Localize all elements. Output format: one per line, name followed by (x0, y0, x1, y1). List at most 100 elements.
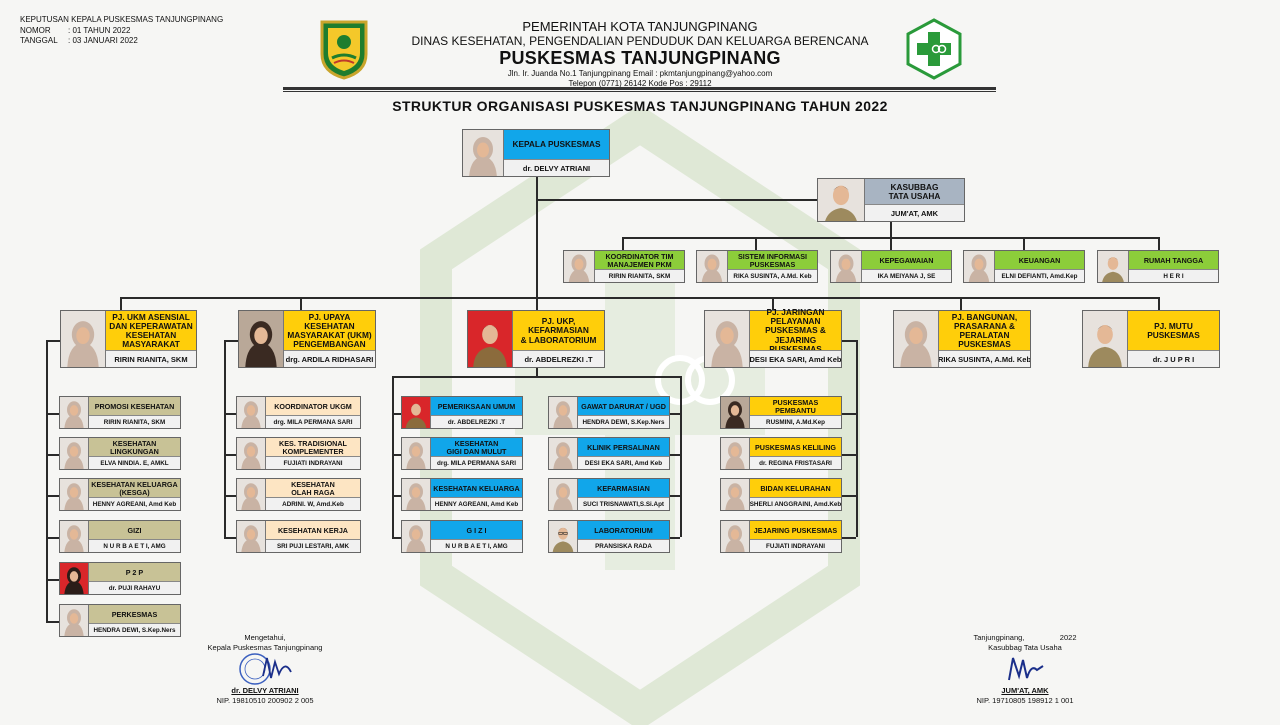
connector-line (46, 454, 59, 456)
connector-line (890, 237, 892, 250)
connector-line (224, 340, 226, 539)
connector-line (842, 413, 856, 415)
node-person-name: drg. MILA PERMANA SARI (431, 456, 522, 469)
connector-line (842, 537, 856, 539)
person-photo-icon (60, 563, 89, 594)
connector-line (46, 340, 60, 342)
node-title: KEPALA PUSKESMAS (504, 130, 609, 160)
person-photo-icon (721, 479, 750, 510)
org-node-bang: PJ. BANGUNAN, PRASARANA & PERALATAN PUSK… (893, 310, 1031, 368)
connector-line (536, 297, 538, 310)
node-title: PJ. BANGUNAN, PRASARANA & PERALATAN PUSK… (939, 311, 1030, 351)
decree-title: KEPUTUSAN KEPALA PUSKESMAS TANJUNGPINANG (20, 15, 224, 24)
org-node-ukmp: PJ. UPAYA KESEHATAN MASYARAKAT (UKM) PEN… (238, 310, 376, 368)
person-photo-icon (549, 521, 578, 552)
connector-line (670, 537, 680, 539)
sign-right-name: JUM'AT, AMK (1001, 686, 1049, 695)
header-rule-thin (283, 91, 996, 92)
person-photo-icon (697, 251, 728, 282)
node-title: P 2 P (89, 563, 180, 582)
signature-right: Tanjungpinang, 2022 Kasubbag Tata Usaha … (950, 633, 1100, 705)
person-photo-icon (239, 311, 284, 367)
connector-line (120, 297, 122, 310)
node-title: PJ. MUTU PUSKESMAS (1128, 311, 1219, 351)
decree-block: KEPUTUSAN KEPALA PUSKESMAS TANJUNGPINANG… (20, 15, 223, 47)
connector-line (772, 297, 774, 310)
connector-line (670, 413, 680, 415)
header-department: DINAS KESEHATAN, PENGENDALIAN PENDUDUK D… (411, 34, 869, 48)
person-photo-icon (1098, 251, 1129, 282)
node-person-name: RIRIN RIANITA, SKM (106, 350, 196, 367)
connector-line (670, 495, 680, 497)
person-photo-icon (60, 479, 89, 510)
decree-key: TANGGAL (20, 36, 58, 45)
node-person-name: dr. ABDELREZKI .T (431, 415, 522, 428)
connector-line (842, 454, 856, 456)
connector-line (670, 454, 680, 456)
node-person-name: DESI EKA SARI, Amd Keb (750, 350, 841, 367)
node-title: KEFARMASIAN (578, 479, 669, 498)
node-title: KESEHATAN LINGKUNGAN (89, 438, 180, 457)
node-person-name: HENNY AGREANI, Amd Keb (431, 497, 522, 510)
connector-line (224, 340, 238, 342)
connector-line (224, 413, 236, 415)
connector-line (46, 579, 59, 581)
node-title: KESEHATAN KERJA (266, 521, 360, 540)
node-title: G I Z I (431, 521, 522, 540)
connector-line (46, 413, 59, 415)
person-photo-icon (237, 397, 266, 428)
node-person-name: RIRIN RIANITA, SKM (89, 415, 180, 428)
connector-line (46, 537, 59, 539)
node-title: PJ. UKP, KEFARMASIAN & LABORATORIUM (513, 311, 604, 351)
person-photo-icon (705, 311, 750, 367)
node-person-name: RUSMINI, A.Md.Kep (750, 415, 841, 428)
decree-value: : 03 JANUARI 2022 (68, 36, 138, 45)
connector-line (392, 376, 394, 537)
person-photo-icon (463, 130, 504, 176)
connector-line (46, 621, 59, 623)
person-photo-icon (549, 479, 578, 510)
person-photo-icon (818, 179, 865, 221)
node-title: JEJARING PUSKESMAS (750, 521, 841, 540)
connector-line (46, 495, 59, 497)
person-photo-icon (721, 397, 750, 428)
person-photo-icon (237, 479, 266, 510)
connector-line (856, 340, 858, 537)
org-node-ukm: PJ. UKM ASENSIAL DAN KEPERAWATAN KESEHAT… (60, 310, 197, 368)
person-photo-icon (60, 438, 89, 469)
node-title: KLINIK PERSALINAN (578, 438, 669, 457)
node-title: PROMOSI KESEHATAN (89, 397, 180, 416)
connector-line (842, 495, 856, 497)
node-person-name: IKA MEIYANA J, SE (862, 269, 951, 282)
connector-line (890, 222, 892, 237)
person-photo-icon (402, 521, 431, 552)
connector-line (960, 297, 962, 310)
node-title: PEMERIKSAAN UMUM (431, 397, 522, 416)
node-title: PJ. JARINGAN PELAYANAN PUSKESMAS & JEJAR… (750, 307, 841, 353)
node-person-name: HENNY AGREANI, Amd Keb (89, 497, 180, 510)
node-person-name: DESI EKA SARI, Amd Keb (578, 456, 669, 469)
node-person-name: drg. ARDILA RIDHASARI (284, 350, 375, 367)
connector-line (536, 199, 818, 201)
node-title: KESEHATAN GIGI DAN MULUT (431, 438, 522, 457)
person-photo-icon (60, 397, 89, 428)
person-photo-icon (61, 311, 106, 367)
node-person-name: dr. PUJI RAHAYU (89, 581, 180, 594)
connector-line (224, 495, 236, 497)
node-title: RUMAH TANGGA (1129, 251, 1218, 270)
person-photo-icon (721, 438, 750, 469)
node-title: PUSKESMAS KELILING (750, 438, 841, 457)
